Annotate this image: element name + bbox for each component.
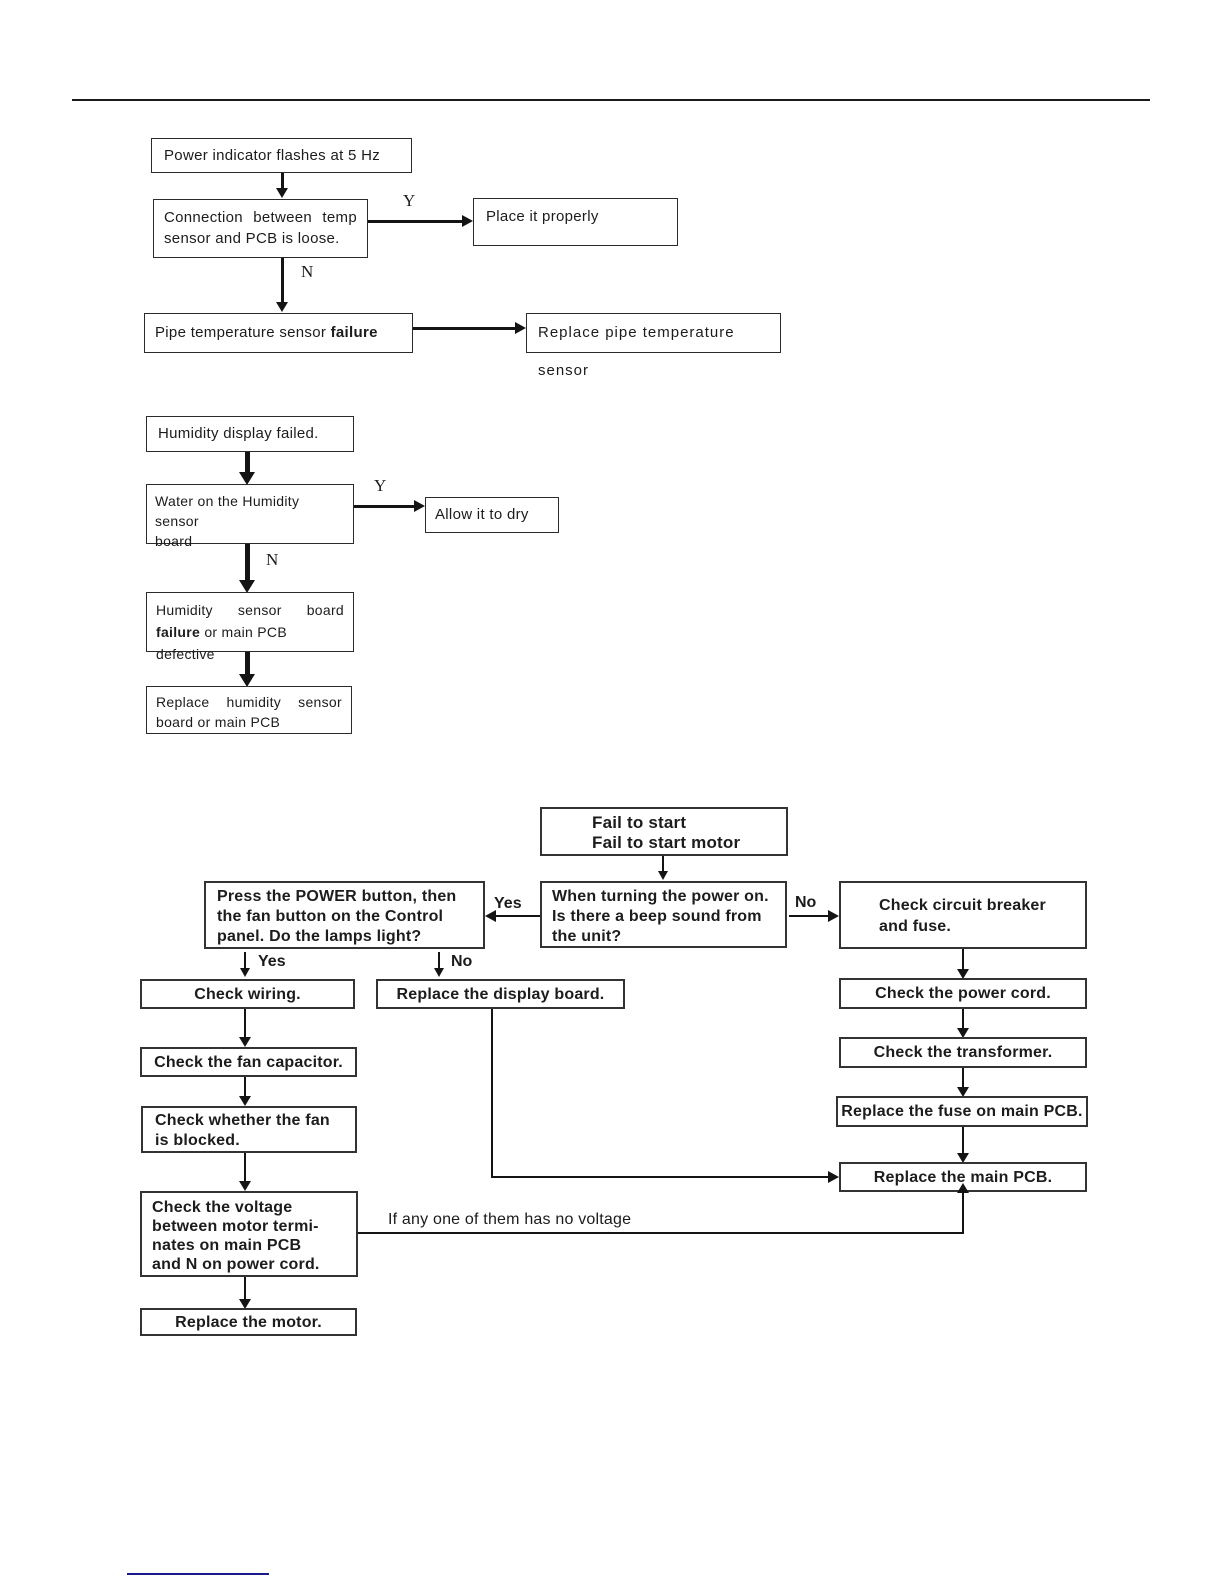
- connector-line: [962, 1192, 964, 1232]
- label-n: N: [266, 550, 279, 569]
- arrow-line: [245, 544, 250, 581]
- arrow-line: [281, 258, 284, 303]
- top-divider: [72, 99, 1150, 101]
- arrow-down-icon: [658, 871, 668, 880]
- arrow-right-icon: [414, 500, 425, 512]
- box-humidity-display-text: Humidity display failed.: [158, 425, 319, 442]
- label-no-voltage: If any one of them has no voltage: [388, 1211, 632, 1228]
- arrow-line: [281, 173, 284, 189]
- box-power-indicator: Power indicator flashes at 5 Hz: [151, 138, 412, 173]
- arrow-line: [495, 915, 540, 917]
- box-check-power-cord: Check the power cord.: [839, 978, 1087, 1009]
- box-replace-humidity-line2: board or main PCB: [156, 714, 281, 730]
- box-pipe-sensor-bold: failure: [330, 324, 378, 341]
- arrow-down-icon: [239, 1096, 251, 1106]
- box-humidity-display-failed: Humidity display failed.: [146, 416, 354, 452]
- box-replace-humidity-board: Replace humidity sensor board or main PC…: [146, 686, 352, 734]
- box-place-properly-text: Place it properly: [486, 208, 599, 225]
- label-y: Y: [374, 476, 387, 495]
- arrow-line: [244, 1009, 246, 1038]
- label-y: Y: [403, 191, 416, 210]
- box-fail-line1: Fail to start: [592, 813, 687, 832]
- box-humidity-board-failure-line2: failure or main PCB defective: [156, 624, 287, 662]
- connector-line: [491, 1176, 829, 1178]
- box-press-power-button: Press the POWER button, then the fan but…: [204, 881, 485, 949]
- arrow-down-icon: [239, 1299, 251, 1309]
- arrow-line: [245, 652, 250, 675]
- arrow-up-icon: [957, 1183, 969, 1193]
- connector-line: [358, 1232, 964, 1234]
- box-check-voltage: Check the voltage between motor termi- n…: [140, 1191, 358, 1277]
- box-replace-pipe-sensor: Replace pipe temperature sensor: [526, 313, 781, 379]
- box-check-wiring: Check wiring.: [140, 979, 355, 1009]
- label-no-right: No: [795, 894, 817, 911]
- arrow-down-icon: [957, 969, 969, 979]
- arrow-down-icon: [239, 674, 255, 687]
- arrow-down-icon: [276, 188, 288, 198]
- box-place-properly: Place it properly: [473, 198, 678, 246]
- arrow-line: [244, 1153, 246, 1182]
- box-water-on-sensor: Water on the Humidity sensor board: [146, 484, 354, 549]
- box-check-fan-capacitor: Check the fan capacitor.: [140, 1047, 357, 1077]
- connector-line: [491, 1009, 493, 1178]
- box-allow-dry: Allow it to dry: [425, 497, 559, 533]
- box-replace-motor: Replace the motor.: [140, 1308, 357, 1336]
- arrow-line: [962, 949, 964, 970]
- arrow-line: [662, 856, 664, 872]
- arrow-down-icon: [239, 580, 255, 593]
- box-water-line2: board: [155, 533, 193, 549]
- box-check-transformer: Check the transformer.: [839, 1037, 1087, 1068]
- box-connection-line2: sensor and PCB is loose.: [164, 230, 340, 247]
- arrow-down-icon: [239, 472, 255, 485]
- arrow-down-icon: [239, 1037, 251, 1047]
- arrow-down-icon: [240, 968, 250, 977]
- arrow-down-icon: [957, 1153, 969, 1163]
- arrow-right-icon: [515, 322, 526, 334]
- box-fail-line2: Fail to start motor: [592, 833, 741, 852]
- arrow-line: [244, 952, 246, 969]
- label-yes-left: Yes: [494, 895, 522, 912]
- arrow-line: [244, 1277, 246, 1300]
- box-humidity-board-failure: Humidity sensor board failure or main PC…: [146, 592, 354, 662]
- arrow-line: [438, 952, 440, 969]
- box-replace-pipe-sensor-text: Replace pipe temperature sensor: [538, 324, 735, 379]
- box-fail-to-start: Fail to start Fail to start motor: [540, 807, 788, 856]
- arrow-right-icon: [462, 215, 473, 227]
- box-pipe-sensor-prefix: Pipe temperature sensor: [155, 324, 327, 341]
- box-check-breaker: Check circuit breaker and fuse.: [839, 881, 1087, 949]
- arrow-line: [368, 220, 463, 223]
- box-fan-blocked: Check whether the fan is blocked.: [141, 1106, 357, 1153]
- label-n: N: [301, 262, 314, 281]
- arrow-right-icon: [828, 910, 839, 922]
- arrow-down-icon: [276, 302, 288, 312]
- arrow-down-icon: [957, 1028, 969, 1038]
- box-connection-loose: Connection between temp sensor and PCB i…: [153, 199, 368, 258]
- arrow-right-icon: [828, 1171, 839, 1183]
- box-replace-fuse: Replace the fuse on main PCB.: [836, 1096, 1088, 1127]
- label-no-down: No: [451, 953, 473, 970]
- box-replace-humidity-line1: Replace humidity sensor: [156, 694, 342, 710]
- arrow-down-icon: [957, 1087, 969, 1097]
- arrow-left-icon: [485, 910, 496, 922]
- box-allow-dry-text: Allow it to dry: [435, 506, 529, 523]
- arrow-line: [245, 452, 250, 473]
- arrow-line: [962, 1127, 964, 1154]
- arrow-line: [354, 505, 415, 508]
- box-pipe-sensor-failure: Pipe temperature sensor failure: [144, 313, 413, 353]
- box-humidity-board-failure-line1: Humidity sensor board: [156, 602, 344, 618]
- arrow-line: [244, 1077, 246, 1097]
- arrow-line: [413, 327, 515, 330]
- box-water-line1: Water on the Humidity sensor: [155, 493, 300, 529]
- arrow-line: [962, 1009, 964, 1029]
- footer-link-underline[interactable]: [127, 1573, 269, 1575]
- box-connection-line1: Connection between temp: [164, 209, 357, 226]
- box-replace-display-board: Replace the display board.: [376, 979, 625, 1009]
- arrow-down-icon: [239, 1181, 251, 1191]
- label-yes-down: Yes: [258, 953, 286, 970]
- arrow-line: [962, 1068, 964, 1088]
- box-beep-question: When turning the power on. Is there a be…: [540, 881, 787, 948]
- box-power-indicator-text: Power indicator flashes at 5 Hz: [164, 147, 381, 164]
- arrow-down-icon: [434, 968, 444, 977]
- arrow-line: [789, 915, 829, 917]
